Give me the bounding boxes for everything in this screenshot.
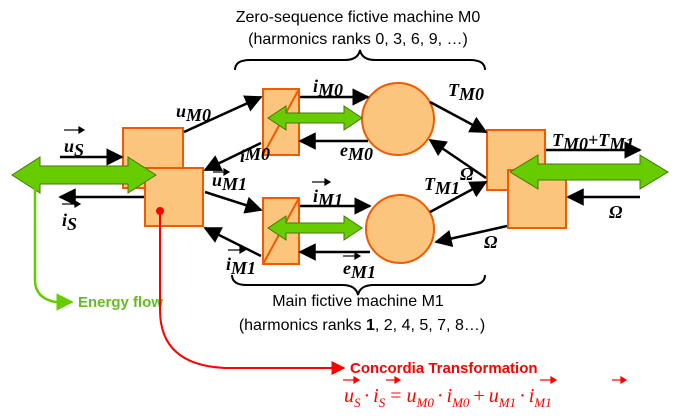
energy-arrow-left — [11, 156, 157, 194]
m0-ranks: (harmonics ranks 0, 3, 6, 9, …) — [248, 31, 468, 48]
concordia-pointer — [159, 212, 346, 375]
top-brace — [234, 49, 486, 71]
label-im0: iM0 — [313, 76, 343, 100]
arrow-omega-m0 — [428, 138, 487, 180]
energy-flow-dot — [31, 173, 39, 181]
m0-machine-circle — [361, 82, 435, 156]
label-um0: uM0 — [176, 101, 211, 125]
formula-text: uS·iS=uM0·iM0+uM1·iM1 — [344, 385, 552, 410]
label-tm0: TM0 — [448, 80, 484, 104]
arrow-tm1 — [429, 180, 488, 214]
arrow-im1-back — [203, 226, 262, 258]
arrow-omega-m1 — [434, 224, 508, 248]
label-em0: eM0 — [340, 140, 373, 164]
label-im1: iM1 — [313, 186, 343, 210]
signal-arrows — [58, 88, 642, 261]
energy-arrows — [11, 105, 669, 241]
label-um1: uM1 — [212, 170, 247, 194]
power-formula: uS·iS=uM0·iM0+uM1·iM1 — [343, 375, 628, 410]
m0-title: Zero-sequence fictive machine M0 — [236, 9, 481, 26]
m1-machine-circle — [365, 194, 435, 264]
vector-overbars — [62, 125, 362, 261]
label-omega-m1: Ω — [484, 232, 498, 252]
label-em1: eM1 — [343, 258, 376, 282]
label-im1-left: iM1 — [226, 254, 256, 278]
energy-arrow-m1 — [267, 215, 363, 241]
m1-ranks: (harmonics ranks 1, 2, 4, 5, 7, 8…) — [239, 317, 485, 334]
arrow-um1 — [204, 190, 263, 214]
label-omega-in: Ω — [609, 202, 623, 222]
energy-flow-label: Energy flow — [78, 294, 163, 311]
bottom-brace — [231, 274, 486, 296]
label-t-total: TM0+TM1 — [552, 130, 634, 154]
left-block-bottom — [144, 167, 204, 227]
energy-flow-pointer — [33, 178, 74, 311]
arrow-tm0 — [429, 100, 488, 134]
label-omega-m0: Ω — [460, 164, 474, 184]
label-tm1: TM1 — [424, 174, 460, 198]
arrow-um0 — [183, 95, 263, 134]
label-us: uS — [64, 136, 84, 160]
energy-arrow-m0 — [267, 105, 363, 131]
label-im0-left: iM0 — [240, 144, 270, 166]
concordia-label: Concordia Transformation — [350, 360, 538, 377]
arrow-im0-back — [203, 141, 262, 172]
concordia-dot — [156, 207, 164, 215]
label-is: iS — [62, 210, 77, 234]
energy-arrow-right — [509, 154, 669, 190]
m1-title: Main fictive machine M1 — [272, 293, 444, 310]
